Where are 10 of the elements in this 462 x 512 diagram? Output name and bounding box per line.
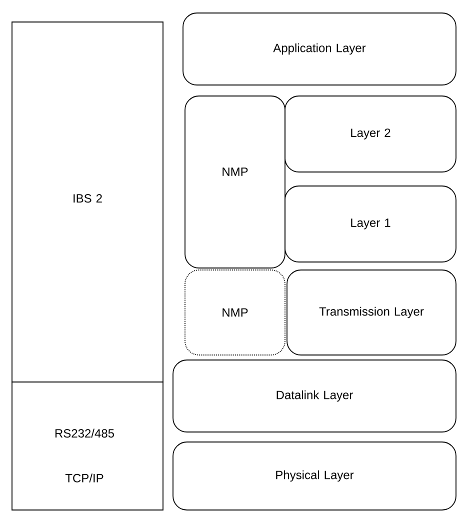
layer-box: Physical Layer <box>172 442 456 510</box>
layer-box: Transmission Layer <box>286 270 456 356</box>
layer-box: RS232/485 TCP/IP <box>12 382 164 510</box>
layer-box: Datalink Layer <box>172 360 456 432</box>
layer-box: Layer 2 <box>284 96 456 172</box>
layer-box: Layer 1 <box>284 186 456 262</box>
layer-box: Application Layer <box>182 12 456 86</box>
layer-box: IBS 2 <box>12 22 164 382</box>
layer-box: NMP <box>184 96 286 268</box>
layer-box: NMP <box>184 270 286 356</box>
